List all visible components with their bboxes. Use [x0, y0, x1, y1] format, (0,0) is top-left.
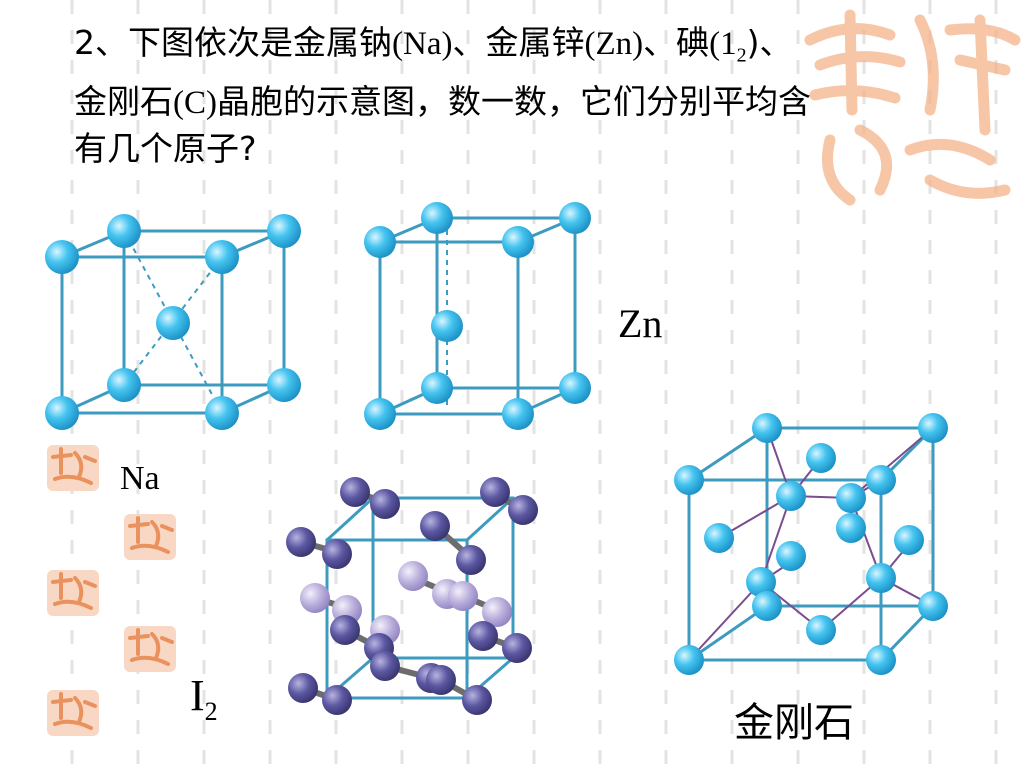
atom [502, 398, 534, 430]
seal-stamp-3 [47, 570, 99, 616]
atom [431, 310, 463, 342]
question-line-1-part-7: )、 [746, 23, 793, 62]
question-line-1-subscript: 2 [736, 44, 747, 67]
atom [674, 465, 704, 495]
atom [456, 545, 486, 575]
diamond-atoms [674, 413, 948, 675]
atom [340, 477, 370, 507]
label-i2-main: I [190, 671, 205, 720]
i2-molecules [286, 477, 538, 715]
atom [752, 591, 782, 621]
question-line-1-part-6: (1 [709, 26, 737, 62]
atom [286, 527, 316, 557]
atom [370, 489, 400, 519]
question-line-2: 金刚石(C)晶胞的示意图，数一数，它们分别平均含 [74, 79, 979, 126]
atom [806, 443, 836, 473]
atom [866, 645, 896, 675]
atom [559, 202, 591, 234]
question-text: 2、下图依次是金属钠(Na)、金属锌(Zn)、碘(12)、 金刚石(C)晶胞的示… [74, 20, 979, 171]
atom [462, 685, 492, 715]
atom [322, 539, 352, 569]
atom [752, 413, 782, 443]
question-line-2-part-2: (C) [173, 84, 217, 121]
atom [704, 523, 734, 553]
atom [776, 541, 806, 571]
seal-calligraphy-decoration [804, 9, 1021, 206]
atom [421, 372, 453, 404]
zn-unit-cell [364, 202, 591, 430]
atom [468, 621, 498, 651]
atom [746, 567, 776, 597]
seal-stamp-4 [124, 626, 176, 672]
atom [894, 525, 924, 555]
atom [776, 481, 806, 511]
i2-bonds [298, 489, 526, 703]
atom [836, 483, 866, 513]
atom [107, 368, 141, 402]
atom [482, 597, 512, 627]
atom [322, 685, 352, 715]
atom [559, 372, 591, 404]
zn-atoms [364, 202, 591, 430]
atom [330, 615, 360, 645]
question-line-1: 2、下图依次是金属钠(Na)、金属锌(Zn)、碘(12)、 [74, 20, 979, 79]
atom [836, 513, 866, 543]
atom [364, 226, 396, 258]
label-diamond: 金刚石 [734, 700, 854, 746]
atom [205, 396, 239, 430]
atom [918, 591, 948, 621]
atom [480, 477, 510, 507]
question-line-1-part-1: 2、下图依次是金属钠 [74, 23, 392, 62]
label-i2-subscript: 2 [204, 696, 218, 726]
atom [508, 495, 538, 525]
label-zn: Zn [618, 301, 663, 346]
na-atoms [45, 214, 301, 430]
atom [156, 306, 190, 340]
atom [205, 240, 239, 274]
question-line-1-part-5: 、碘 [643, 23, 710, 62]
label-na: Na [120, 460, 160, 497]
zn-cell-edges [378, 216, 577, 416]
atom [364, 398, 396, 430]
na-unit-cell [45, 214, 301, 430]
question-line-1-part-4: (Zn) [584, 26, 644, 62]
seal-stamp-1 [47, 445, 99, 491]
atom [288, 673, 318, 703]
atom [866, 563, 896, 593]
seal-stamp-5 [47, 690, 99, 736]
atom [398, 561, 428, 591]
i2-unit-cell [286, 477, 538, 715]
atom [370, 651, 400, 681]
question-line-2-part-3: 晶胞的示意图，数一数，它们分别平均含 [217, 81, 811, 121]
atom [866, 465, 896, 495]
atom [45, 240, 79, 274]
atom [674, 645, 704, 675]
atom [45, 396, 79, 430]
atom [300, 583, 330, 613]
question-line-3: 有几个原子? [74, 128, 257, 168]
atom [420, 511, 450, 541]
question-line-1-part-3: 、金属锌 [452, 23, 585, 62]
atom [267, 214, 301, 248]
label-i2: I2 [190, 670, 218, 727]
atom [426, 665, 456, 695]
atom [107, 214, 141, 248]
atom [502, 226, 534, 258]
atom [448, 581, 478, 611]
atom [806, 615, 836, 645]
atom [918, 413, 948, 443]
diamond-unit-cell [674, 413, 948, 675]
atom [421, 202, 453, 234]
seal-stamp-2 [124, 514, 176, 560]
question-line-2-part-1: 金刚石 [74, 81, 173, 121]
atom [267, 368, 301, 402]
atom [502, 633, 532, 663]
question-line-1-part-2: (Na) [392, 26, 453, 62]
